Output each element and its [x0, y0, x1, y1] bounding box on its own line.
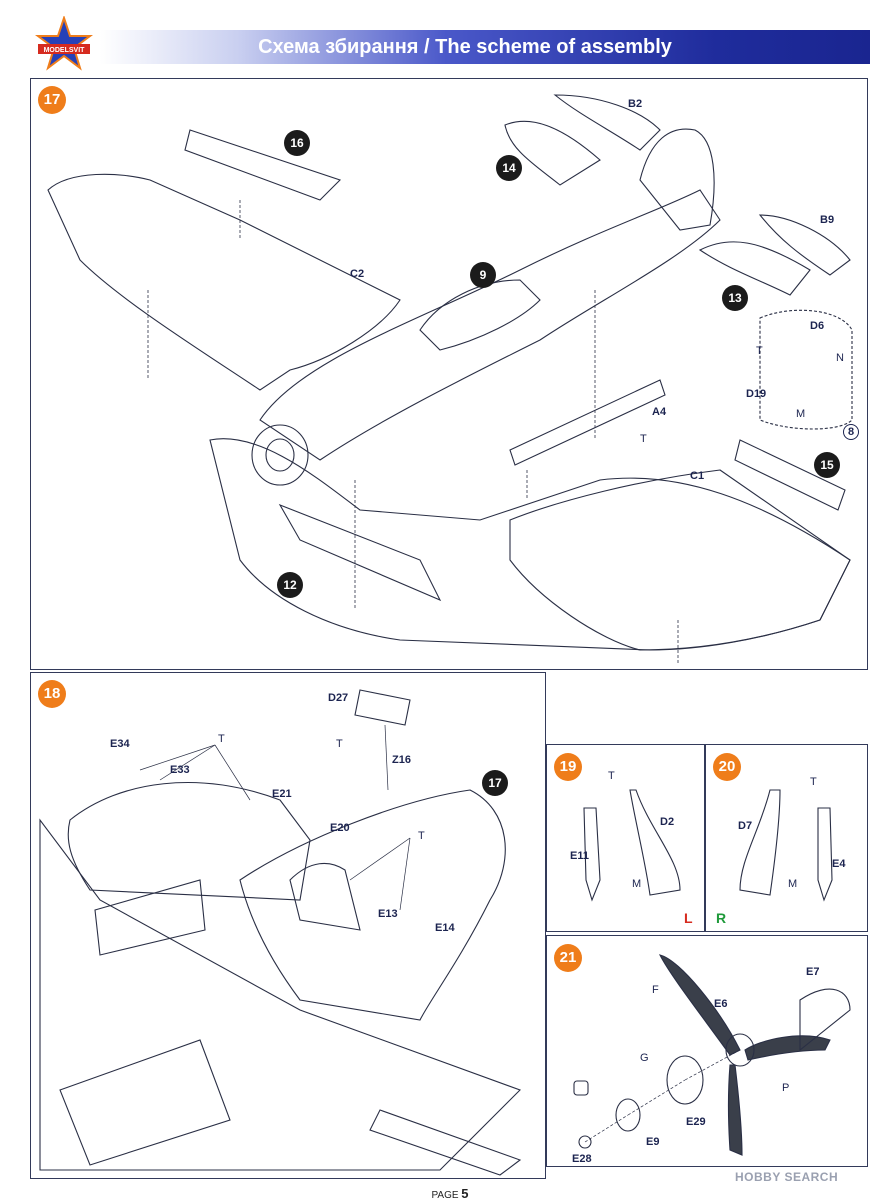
paint-t-callout: T — [336, 738, 343, 750]
part-e4-label: E4 — [832, 858, 846, 870]
part-e9-label: E9 — [646, 1136, 660, 1148]
page-footer: PAGE 5 — [400, 1186, 500, 1201]
step-21-panel — [546, 935, 868, 1167]
part-d27-label: D27 — [328, 692, 349, 704]
part-d7-label: D7 — [738, 820, 753, 832]
part-e14-label: E14 — [435, 922, 455, 934]
watermark: HOBBY SEARCH — [735, 1170, 839, 1184]
paint-p-callout: P — [782, 1082, 790, 1094]
part-a4-label: A4 — [652, 406, 667, 418]
paint-t-callout: T — [756, 345, 763, 357]
part-e29-label: E29 — [686, 1116, 706, 1128]
part-e11-label: E11 — [570, 850, 589, 862]
side-right-tag: R — [716, 910, 727, 926]
side-left-tag: L — [684, 910, 693, 926]
step-17-badge: 17 — [38, 86, 66, 114]
modelsvit-logo: MODELSVIT — [35, 16, 93, 71]
step-17-ref-badge: 17 — [482, 770, 508, 796]
step-18-panel — [30, 672, 546, 1179]
step-12-ref-badge: 12 — [277, 572, 303, 598]
step-20-badge: 20 — [713, 753, 741, 781]
part-z16-label: Z16 — [392, 754, 411, 766]
part-b2-label: B2 — [628, 98, 643, 110]
page-label-text: PAGE — [431, 1190, 459, 1201]
paint-t-callout: T — [418, 830, 425, 842]
page-title: Схема збирання / The scheme of assembly — [258, 36, 672, 58]
step-15-ref-badge: 15 — [814, 452, 840, 478]
paint-t-callout: T — [640, 433, 647, 445]
paint-t-callout: T — [810, 776, 817, 788]
part-e34-label: E34 — [110, 738, 130, 750]
step-19-badge: 19 — [554, 753, 582, 781]
paint-f-callout: F — [652, 984, 659, 996]
part-e7-label: E7 — [806, 966, 820, 978]
step-9-ref-badge: 9 — [470, 262, 496, 288]
paint-t-callout: T — [608, 770, 615, 782]
paint-m-callout: M — [788, 878, 798, 890]
page-number: 5 — [461, 1186, 469, 1201]
step-21-badge: 21 — [554, 944, 582, 972]
step-18-badge: 18 — [38, 680, 66, 708]
header-bar — [100, 30, 870, 64]
part-c1-label: C1 — [690, 470, 705, 482]
part-e6-label: E6 — [714, 998, 728, 1010]
part-e28-label: E28 — [572, 1153, 592, 1165]
paint-m-callout: M — [796, 408, 806, 420]
step-8-ref-badge: 8 — [843, 424, 860, 440]
part-e20-label: E20 — [330, 822, 350, 834]
paint-m-callout: M — [632, 878, 642, 890]
part-e13-label: E13 — [378, 908, 398, 920]
part-d2-label: D2 — [660, 816, 675, 828]
part-e33-label: E33 — [170, 764, 190, 776]
svg-text:MODELSVIT: MODELSVIT — [44, 47, 86, 54]
part-b9-label: B9 — [820, 214, 835, 226]
paint-n-callout: N — [836, 352, 844, 364]
step-16-ref-badge: 16 — [284, 130, 310, 156]
part-e21-label: E21 — [272, 788, 292, 800]
step-13-ref-badge: 13 — [722, 285, 748, 311]
paint-g-callout: G — [640, 1052, 649, 1064]
step-14-ref-badge: 14 — [496, 155, 522, 181]
paint-t-callout: T — [218, 733, 225, 745]
step-17-panel — [30, 78, 868, 670]
part-c2-label: C2 — [350, 268, 365, 280]
part-d6-label: D6 — [810, 320, 825, 332]
part-d19-label: D19 — [746, 388, 767, 400]
